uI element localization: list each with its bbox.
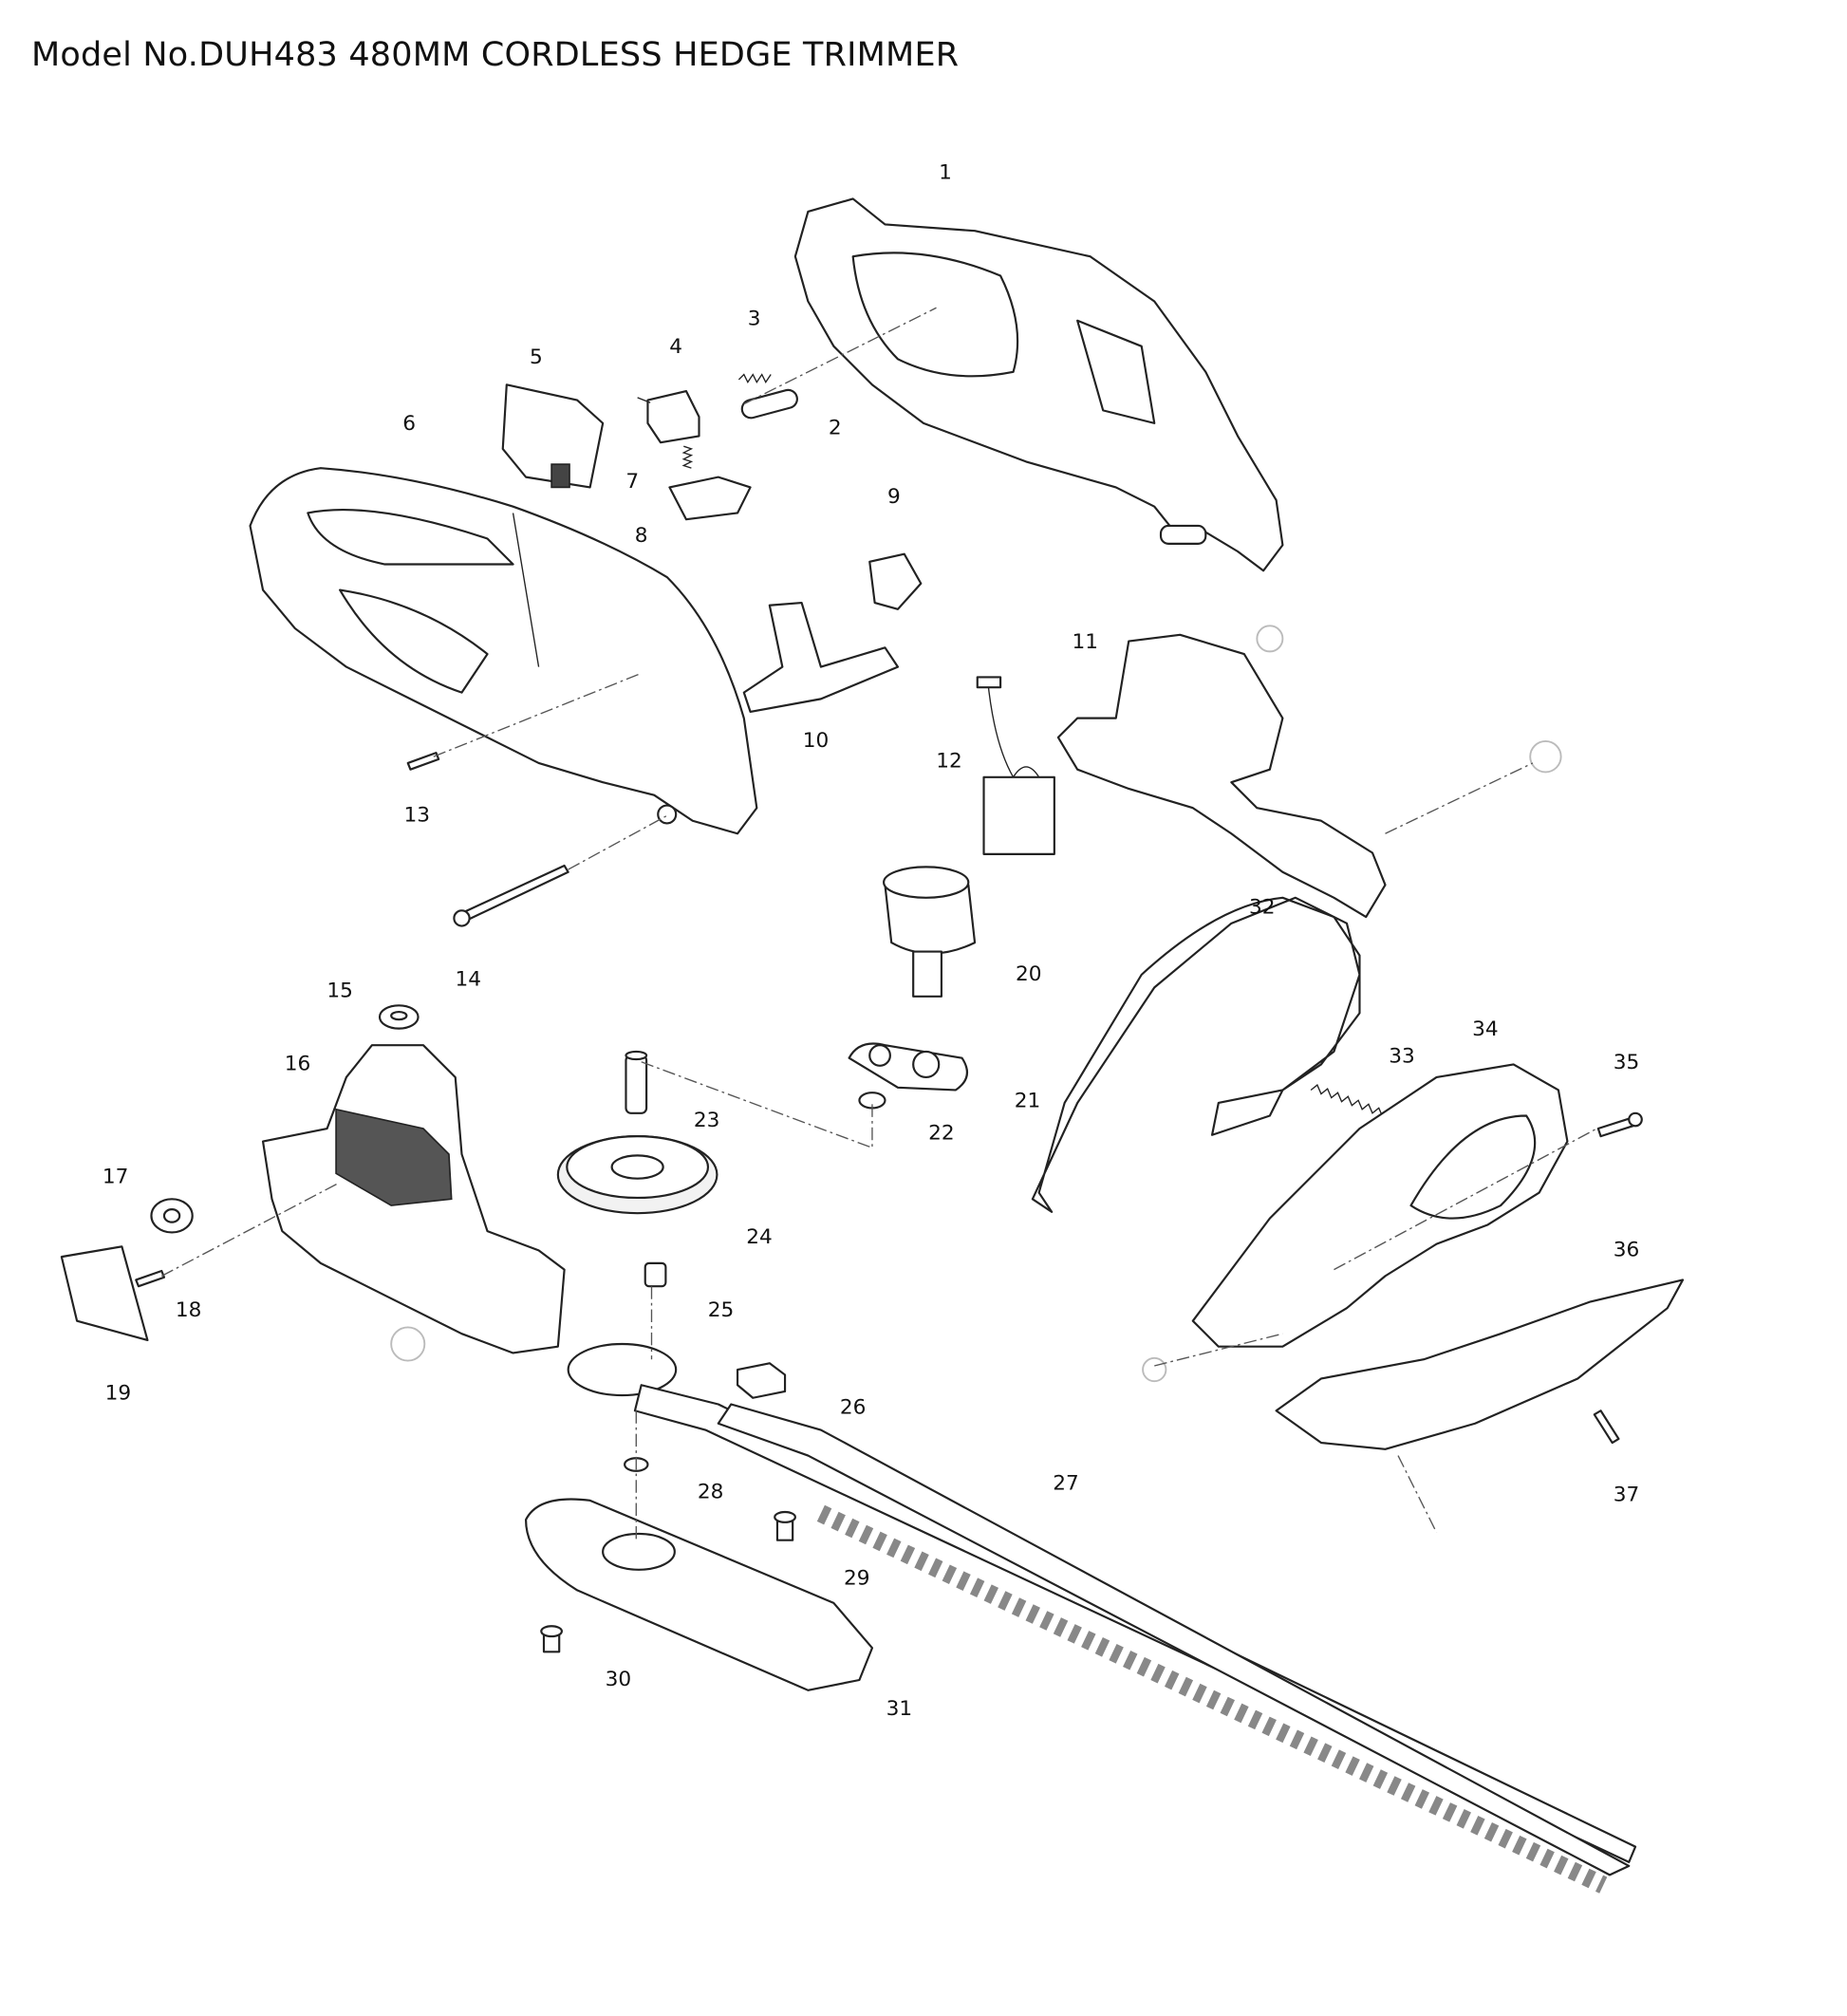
part-label-25: 25	[708, 1298, 735, 1322]
part-label-19: 19	[105, 1382, 132, 1406]
part-label-27: 27	[1053, 1471, 1079, 1495]
part-31-gear-cover	[524, 1498, 874, 1691]
part-36-cover	[1275, 1279, 1685, 1450]
part-24-gear	[556, 1135, 718, 1215]
part-label-7: 7	[625, 470, 639, 494]
part-21-bearing-plate	[848, 1042, 969, 1092]
part-label-28: 28	[698, 1481, 724, 1504]
part-17-cap	[150, 1198, 194, 1234]
part-9-terminal	[868, 552, 923, 610]
part-label-9: 9	[887, 485, 901, 509]
part-23-shaft	[625, 1050, 648, 1114]
part-29-screw	[774, 1510, 796, 1541]
part-label-12: 12	[936, 750, 962, 774]
part-label-23: 23	[694, 1109, 720, 1132]
part-label-35: 35	[1614, 1051, 1640, 1074]
part-label-10: 10	[803, 729, 830, 753]
part-19-plate	[60, 1245, 149, 1342]
part-label-6: 6	[402, 412, 416, 436]
ghost-screw	[1142, 1356, 1167, 1383]
part-label-17: 17	[103, 1165, 129, 1188]
part-1-housing-cover	[793, 197, 1284, 572]
part-30-screw	[540, 1625, 563, 1653]
part-label-5: 5	[530, 345, 543, 369]
part-16-gear-housing	[261, 1044, 566, 1362]
part-5-switch-panel	[501, 383, 605, 489]
part-label-18: 18	[176, 1298, 202, 1322]
part-label-11: 11	[1073, 630, 1099, 654]
part-label-33: 33	[1389, 1044, 1415, 1068]
part-2-pin	[740, 388, 798, 420]
part-34-handle	[1191, 1063, 1569, 1348]
part-7-spring	[681, 445, 694, 469]
part-number-labels: 1234567891011121314151617181920212223242…	[103, 160, 1639, 1721]
part-27-blade	[567, 1342, 1637, 1894]
part-13-screw	[406, 752, 440, 771]
part-10-lock-lever	[742, 601, 900, 713]
part-label-30: 30	[606, 1668, 632, 1691]
part-label-4: 4	[669, 335, 682, 359]
part-18-screw	[135, 1269, 166, 1288]
part-label-37: 37	[1614, 1483, 1640, 1506]
part-label-3: 3	[748, 307, 761, 330]
part-6-housing-left	[249, 467, 758, 835]
part-11-32-inner-housing	[1056, 625, 1562, 919]
part-label-14: 14	[456, 967, 482, 991]
part-4-switch	[637, 390, 700, 444]
part-37-screw	[1593, 1409, 1620, 1445]
part-label-29: 29	[844, 1566, 870, 1590]
part-35-screw	[1596, 1111, 1643, 1138]
part-label-2: 2	[829, 416, 842, 439]
part-label-36: 36	[1614, 1238, 1640, 1261]
diagram-title: Model No.DUH483 480MM CORDLESS HEDGE TRI…	[31, 36, 960, 74]
part-label-16: 16	[285, 1052, 311, 1075]
part-front-guard	[1031, 896, 1361, 1213]
part-26-block	[736, 1362, 787, 1399]
part-label-22: 22	[928, 1121, 955, 1145]
part-label-20: 20	[1016, 962, 1042, 986]
part-label-21: 21	[1015, 1090, 1041, 1113]
part-label-8: 8	[635, 524, 648, 548]
part-14-screw	[453, 864, 569, 927]
part-label-26: 26	[840, 1396, 867, 1420]
part-15-grommet	[378, 1004, 420, 1030]
part-25-bushing	[644, 1261, 667, 1288]
part-3-spring	[737, 373, 772, 383]
part-label-24: 24	[746, 1225, 773, 1249]
part-label-34: 34	[1472, 1017, 1499, 1041]
part-label-31: 31	[886, 1697, 913, 1721]
part-8-button	[668, 476, 752, 521]
part-label-1: 1	[939, 160, 952, 184]
part-label-13: 13	[403, 803, 430, 827]
part-20-motor	[883, 866, 977, 998]
part-12-capacitor	[976, 676, 1055, 855]
part-label-32: 32	[1249, 896, 1276, 920]
part-label-15: 15	[326, 979, 353, 1002]
alignment-lines	[160, 307, 1597, 1540]
